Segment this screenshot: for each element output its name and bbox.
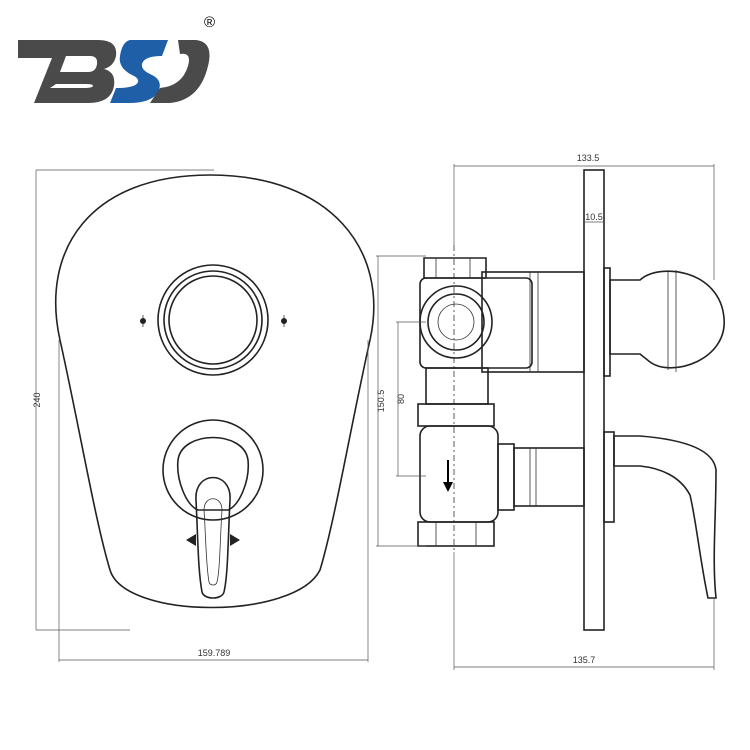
top-nut <box>423 257 487 279</box>
logo-letter-d <box>150 40 210 103</box>
middle-hex <box>417 403 495 427</box>
dim-side-top-width: 133.5 <box>453 153 715 280</box>
dim-front-height: 240 <box>32 169 214 631</box>
logo-letter-s <box>110 40 168 103</box>
dim-side-bottom-width-label: 135.7 <box>573 655 596 665</box>
middle-nut <box>425 367 489 405</box>
cold-marker <box>281 315 287 327</box>
plate-boss-lower <box>603 431 615 523</box>
lever-handle <box>195 476 231 599</box>
flow-down-arrow <box>443 460 453 492</box>
dim-front-height-label: 240 <box>32 392 42 407</box>
dim-front-width-label: 159.789 <box>198 648 231 658</box>
dim-side-body-height: 150.5 <box>376 255 426 547</box>
plate-boss-upper <box>603 267 611 377</box>
registered-mark: ® <box>204 14 215 31</box>
dim-side-top-width-label: 133.5 <box>577 153 600 163</box>
diverter-knob-outer <box>157 264 269 376</box>
dim-side-inner-height: 80 <box>396 321 426 477</box>
lever-base <box>162 419 264 521</box>
diverter-knob-side <box>609 270 725 369</box>
diverter-knob-inner <box>163 270 263 370</box>
lever-hub <box>176 436 250 511</box>
front-view: 240 159.789 <box>32 169 375 662</box>
lever-handle-inner <box>203 498 223 586</box>
outlet-port-bore <box>437 303 475 341</box>
cartridge-neck <box>497 443 515 511</box>
side-view: 133.5 10.5 150.5 80 135.7 <box>376 153 725 670</box>
upper-body <box>481 271 585 373</box>
dim-side-bottom-width: 135.7 <box>453 552 715 670</box>
rotate-right-arrow <box>230 534 240 546</box>
cartridge-body <box>419 425 499 523</box>
wall-plate <box>583 169 605 631</box>
logo-letter-b <box>18 40 117 103</box>
cartridge-stem <box>513 447 585 507</box>
hot-marker <box>140 315 146 327</box>
rotate-left-arrow <box>186 534 196 546</box>
dim-side-body-height-label: 150.5 <box>376 390 386 413</box>
lever-handle-side <box>613 435 717 599</box>
escutcheon-plate <box>55 174 375 609</box>
dim-plate-thickness: 10.5 <box>584 212 604 223</box>
brand-logo: ® <box>18 14 215 103</box>
dim-side-inner-height-label: 80 <box>396 394 406 404</box>
outlet-port-inner <box>427 293 485 351</box>
bottom-hex <box>417 521 495 547</box>
dim-front-width: 159.789 <box>58 340 369 662</box>
dim-plate-thickness-label: 10.5 <box>585 212 603 222</box>
diverter-knob-face <box>168 275 258 365</box>
